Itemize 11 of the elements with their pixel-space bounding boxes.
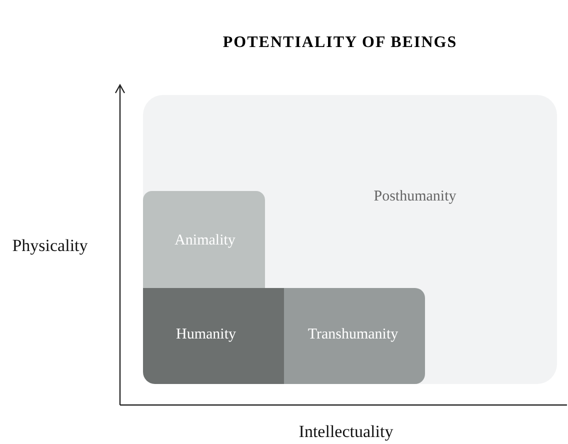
region-box: [284, 288, 425, 384]
region-box: [143, 288, 284, 384]
axis-label: Intellectuality: [298, 422, 394, 442]
axis-label: Physicality: [12, 236, 88, 256]
region-box: [143, 191, 265, 288]
region-box: [143, 95, 557, 384]
region-label: Humanity: [176, 326, 236, 344]
region-label: Transhumanity: [308, 326, 398, 344]
region-label: Animality: [174, 232, 236, 250]
region-label: Posthumanity: [374, 188, 456, 206]
chart-title: POTENTIALITY OF BEINGS: [222, 34, 458, 52]
